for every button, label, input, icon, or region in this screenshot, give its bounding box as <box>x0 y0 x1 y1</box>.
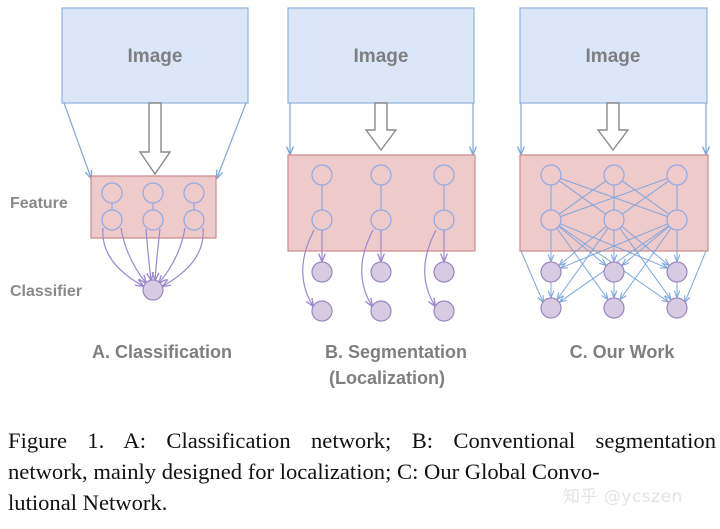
panel-c-link <box>685 250 707 302</box>
panel-a-feature-node <box>183 209 205 231</box>
panel-b-classifier-node <box>311 300 333 322</box>
panel-b-title-sub: (Localization) <box>329 368 445 388</box>
panel-a-feature-node <box>183 182 205 204</box>
panel-a-image-label: Image <box>128 46 183 67</box>
panel-c-feature-node <box>540 164 562 186</box>
panel-b-classifier-node <box>433 261 455 283</box>
watermark-text: 知乎 @ycszen <box>563 487 683 507</box>
panel-c-link <box>520 250 543 302</box>
panel-b-classifier-node <box>433 300 455 322</box>
panel-c-link <box>560 177 668 218</box>
panel-a-image-box <box>61 7 249 104</box>
panel-c-link <box>558 180 607 215</box>
panel-c-image-box <box>519 7 708 104</box>
figure-caption: Figure 1. A: Classification network; B: … <box>8 425 716 518</box>
panel-b-title: B. Segmentation <box>325 342 467 362</box>
panel-b-conv-arrow <box>302 229 315 306</box>
panel-a-edge-arrow <box>63 102 91 178</box>
panel-a-classifier-node <box>142 279 164 301</box>
panel-b-image-label: Image <box>354 46 409 67</box>
panel-c-image-label: Image <box>586 46 641 67</box>
panel-a-edge-arrow <box>217 102 247 178</box>
panel-c: Image C. Our Work <box>519 7 708 362</box>
panel-c-down-arrow <box>596 102 630 152</box>
panel-c-feature-node <box>666 164 688 186</box>
panel-c-classifier-node <box>603 297 625 319</box>
panel-c-feature-node <box>666 209 688 231</box>
panel-a-feature-node <box>101 209 123 231</box>
panel-b-feature-node <box>370 164 392 186</box>
panel-c-classifier-node <box>540 297 562 319</box>
panel-c-link <box>561 223 668 268</box>
panel-c-classifier-node <box>603 261 625 283</box>
panel-a-conv-arrow <box>120 227 146 283</box>
panel-b-image-box <box>287 7 475 104</box>
panel-c-link <box>622 225 670 265</box>
panel-a-feature-node <box>142 209 164 231</box>
caption-line-1: Figure 1. A: Classification network; B: … <box>8 428 716 453</box>
row-label-classifier: Classifier <box>10 283 82 300</box>
panel-c-link <box>621 180 670 215</box>
panel-a-conv-arrow <box>163 227 204 286</box>
panel-b-classifier-node <box>311 261 333 283</box>
panel-c-link <box>557 227 609 299</box>
panel-c-nodes <box>540 164 688 319</box>
panel-b-down-arrow <box>364 102 398 152</box>
panel-b: Image B. Segmentation (Localization) <box>287 7 475 388</box>
panel-b-conv-arrow <box>424 229 437 306</box>
panel-a: Image A. Classification <box>61 7 249 362</box>
panel-a-conv-arrow <box>159 227 186 283</box>
panel-b-classifier-node <box>370 261 392 283</box>
panel-a-conv-arrow <box>145 228 151 280</box>
panel-c-feature-node <box>540 209 562 231</box>
panel-c-feature-node <box>603 164 625 186</box>
panel-b-conv-arrow <box>361 229 374 306</box>
caption-line-3: lutional Network. <box>8 490 168 515</box>
panel-b-feature-node <box>311 164 333 186</box>
panel-a-feature-node <box>142 182 164 204</box>
panel-c-title: C. Our Work <box>570 342 676 362</box>
panel-c-classifier-node <box>666 297 688 319</box>
panel-b-classifier-node <box>370 300 392 322</box>
panel-c-classifier-node <box>540 261 562 283</box>
row-label-feature: Feature <box>10 195 68 212</box>
panel-a-down-arrow <box>138 102 172 176</box>
caption-line-2: network, mainly designed for localizatio… <box>8 459 600 484</box>
figure-diagram: Feature Classifier Image A. Classificati… <box>10 7 720 388</box>
panel-a-conv-arrow <box>155 228 161 280</box>
panel-c-link <box>620 227 672 299</box>
panel-b-feature-node <box>433 164 455 186</box>
panel-c-feature-node <box>603 209 625 231</box>
panel-a-feature-node <box>101 182 123 204</box>
panel-c-classifier-node <box>666 261 688 283</box>
panel-a-conv-arrow <box>102 227 143 286</box>
panel-c-link <box>559 225 607 265</box>
panel-a-title: A. Classification <box>92 342 232 362</box>
